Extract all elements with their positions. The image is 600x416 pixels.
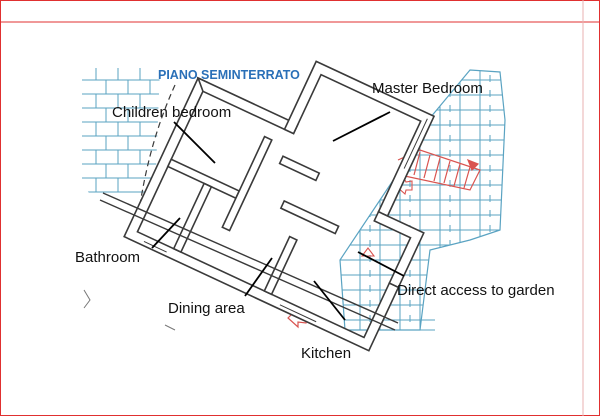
leader-children-bedroom	[173, 121, 216, 164]
label-bathroom: Bathroom	[75, 249, 140, 266]
leader-bathroom	[151, 217, 181, 249]
terrace-dashed-arc	[139, 84, 176, 206]
left-tiled-terrace	[82, 68, 160, 193]
label-dining-area: Dining area	[168, 300, 245, 317]
plan-fragment-left	[83, 289, 91, 309]
label-children-bedroom: Children bedroom	[112, 104, 231, 121]
label-direct-access: Direct access to garden	[397, 282, 555, 299]
label-master-bedroom: Master Bedroom	[372, 80, 483, 97]
leader-direct-access	[357, 251, 405, 277]
lower-outer-wall	[99, 192, 399, 331]
leader-dining-area	[244, 257, 273, 297]
plan-title: PIANO SEMINTERRATO	[158, 68, 300, 82]
leader-kitchen	[313, 280, 346, 321]
label-kitchen: Kitchen	[301, 345, 351, 362]
garden-door-arrow-icon	[360, 247, 376, 257]
plan-fragment-bottom	[164, 324, 176, 331]
building-walls	[123, 60, 436, 352]
leader-master-bedroom	[332, 111, 391, 142]
